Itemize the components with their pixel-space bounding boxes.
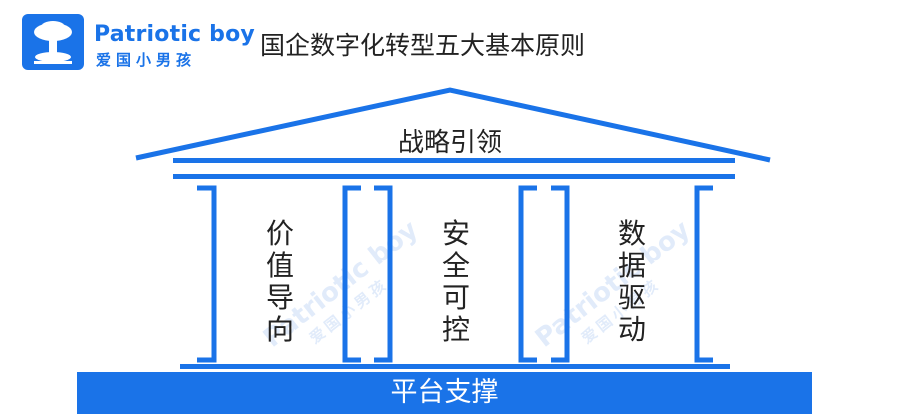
pillar-1-left-bracket (197, 185, 217, 363)
pillar-1-char: 向 (265, 313, 294, 346)
logo: Patriotic boy 爱国小男孩 (22, 14, 255, 70)
pillar-2-right-bracket (518, 185, 537, 363)
pillar-1-char: 值 (265, 249, 294, 282)
pillar-2-char: 安 (441, 217, 470, 250)
pillar-label-3: 数 据 驱 动 (612, 218, 652, 346)
pillar-label-1: 价 值 导 向 (260, 218, 300, 346)
roof-beam-bottom (173, 174, 735, 179)
base-platform (77, 372, 812, 414)
pillar-2-char: 可 (441, 281, 470, 314)
base-label: 平台支撑 (390, 377, 499, 408)
roof-label: 战略引领 (397, 128, 502, 158)
pillar-3-left-bracket (551, 185, 570, 363)
pillar-3-char: 动 (617, 313, 646, 346)
page-title: 国企数字化转型五大基本原则 (260, 31, 586, 60)
pillar-3-char: 据 (617, 249, 646, 282)
pillar-2-char: 控 (441, 313, 470, 346)
roof-beam-top (173, 158, 735, 163)
pillar-3-right-bracket (694, 185, 713, 363)
pillar-1-char: 价 (265, 217, 294, 250)
pillar-2-left-bracket (374, 185, 393, 363)
logo-name-cn: 爱国小男孩 (96, 51, 197, 69)
logo-name: Patriotic boy (94, 22, 255, 47)
pillar-1-right-bracket (342, 185, 361, 363)
mushroom-cloud-icon (22, 14, 84, 70)
pillar-3-char: 驱 (617, 281, 646, 314)
pillar-3-char: 数 (617, 217, 646, 250)
roof-outline (135, 87, 771, 163)
floor-line (180, 364, 730, 369)
pillar-1-char: 导 (265, 281, 294, 314)
pillar-label-2: 安 全 可 控 (436, 218, 476, 346)
pillar-2-char: 全 (441, 249, 470, 282)
